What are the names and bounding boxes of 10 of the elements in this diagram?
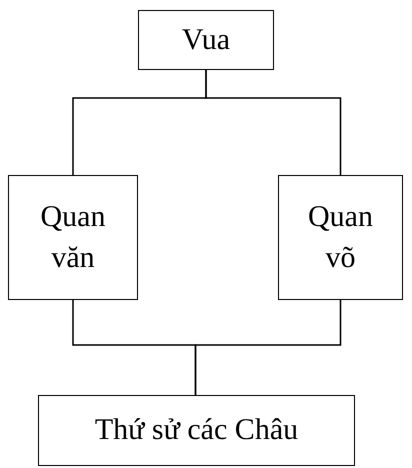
org-box	[278, 175, 403, 300]
connector-line	[205, 70, 342, 175]
org-box	[8, 175, 138, 300]
org-box	[138, 10, 274, 70]
box-label: Thứ sử các Châu	[94, 412, 298, 448]
box-label: Vua	[182, 22, 230, 58]
connector-line	[194, 300, 342, 395]
box-label: Quan võ	[308, 199, 373, 276]
box-label: Quan văn	[40, 199, 106, 276]
org-box	[38, 395, 355, 466]
